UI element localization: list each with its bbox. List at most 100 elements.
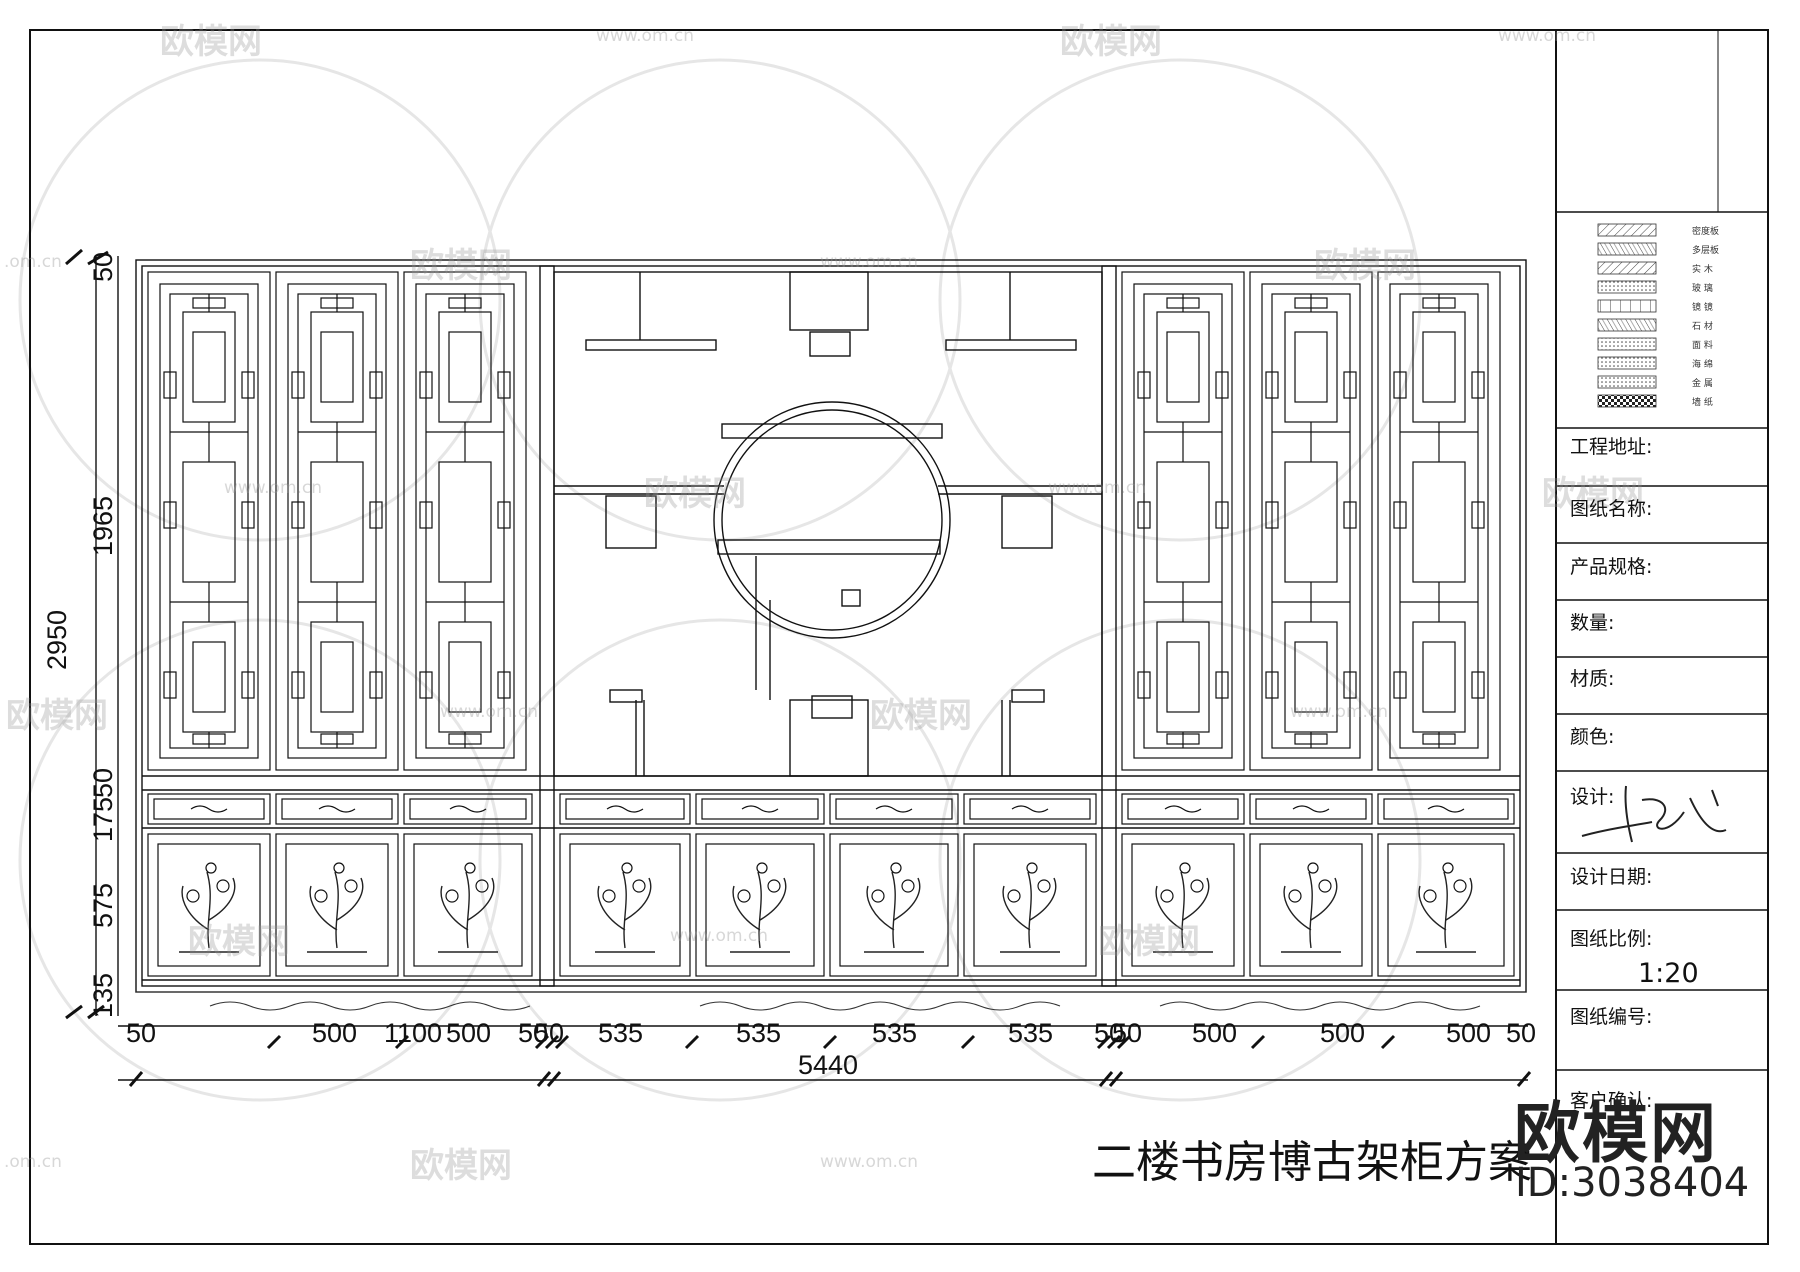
drawing-title: 二楼书房博古架柜方案 bbox=[1092, 1137, 1532, 1188]
dim-segment: 50 bbox=[1506, 1018, 1536, 1048]
drawer bbox=[147, 793, 271, 825]
watermark-url: www.om.cn bbox=[440, 702, 539, 722]
dim-upper-cabinet: 1965 bbox=[88, 496, 118, 556]
watermark-url: www.om.cn bbox=[670, 926, 769, 946]
lower-door-panel bbox=[1377, 833, 1515, 977]
lower-door-panel bbox=[147, 833, 271, 977]
lower-door-panel bbox=[963, 833, 1097, 977]
lower-door-panel bbox=[829, 833, 959, 977]
designer-signature bbox=[1581, 785, 1727, 843]
watermark-logo: 欧模网 bbox=[1060, 22, 1162, 62]
watermark-url: www.om.cn bbox=[1498, 26, 1597, 46]
drawer bbox=[695, 793, 825, 825]
dim-segment: 535 bbox=[872, 1018, 917, 1048]
dim-segment: 500 bbox=[446, 1018, 491, 1048]
watermark-logo: 欧模网 bbox=[644, 474, 746, 514]
legend-label: 墙 纸 bbox=[1692, 398, 1713, 408]
inner-border bbox=[1555, 29, 1769, 1245]
watermark-url: www.om.cn bbox=[224, 478, 323, 498]
watermark-logo: 欧模网 bbox=[1314, 246, 1416, 286]
watermark-logo: 欧模网 bbox=[1542, 474, 1644, 514]
field-product-spec: 产品规格: bbox=[1570, 556, 1653, 578]
field-project-address: 工程地址: bbox=[1570, 436, 1653, 458]
lattice-door bbox=[403, 271, 527, 771]
lower-door-panel bbox=[1249, 833, 1373, 977]
watermark-logo: 欧模网 bbox=[160, 22, 262, 62]
watermark-logo: 欧模网 bbox=[188, 922, 290, 962]
field-quantity: 数量: bbox=[1570, 612, 1615, 634]
drawer bbox=[275, 793, 399, 825]
lattice-door bbox=[147, 271, 271, 771]
legend-label: 面 料 bbox=[1692, 341, 1713, 351]
lattice-door bbox=[1249, 271, 1373, 771]
dim-segment: 500 bbox=[1192, 1018, 1237, 1048]
dim-base: 135 bbox=[88, 973, 118, 1018]
watermark-logo: 欧模网 bbox=[410, 246, 512, 286]
center-display-shelf bbox=[553, 271, 1103, 777]
dim-mid-gap: 50 bbox=[88, 768, 118, 798]
dim-segment: 50 bbox=[1112, 1018, 1142, 1048]
watermark-url: www.om.cn bbox=[820, 1152, 919, 1172]
watermark-url: www.om.cn bbox=[596, 26, 695, 46]
drawer bbox=[1377, 793, 1515, 825]
scale-value: 1:20 bbox=[1638, 958, 1699, 989]
lower-door-panel bbox=[559, 833, 691, 977]
lower-cabinet-section bbox=[147, 793, 1515, 977]
material-legend bbox=[1597, 223, 1657, 408]
dim-segment: 50 bbox=[126, 1018, 156, 1048]
brand-watermark: 欧模网 bbox=[1514, 1095, 1718, 1172]
legend-label: 玻 璃 bbox=[1692, 284, 1713, 294]
lower-door-panel bbox=[275, 833, 399, 977]
vertical-dimension-labels: 50 1965 2950 50 175 575 135 bbox=[42, 252, 118, 1018]
lattice-door bbox=[1377, 271, 1501, 771]
watermark-url: .om.cn bbox=[4, 1152, 62, 1172]
lower-door-panel bbox=[1121, 833, 1245, 977]
lattice-doors bbox=[147, 271, 1501, 771]
dim-segment: 535 bbox=[598, 1018, 643, 1048]
title-block-grid bbox=[1556, 427, 1768, 1071]
drawer bbox=[559, 793, 691, 825]
base-carving bbox=[136, 991, 1526, 1011]
legend-label: 石 材 bbox=[1692, 322, 1713, 332]
legend-label: 多层板 bbox=[1692, 246, 1720, 256]
dim-segment: 50 bbox=[518, 1018, 548, 1048]
legend-label: 密度板 bbox=[1692, 227, 1720, 237]
field-drawing-name: 图纸名称: bbox=[1570, 498, 1653, 520]
dim-total-width: 5440 bbox=[798, 1050, 858, 1080]
lattice-door bbox=[275, 271, 399, 771]
dim-total-height: 2950 bbox=[42, 610, 72, 670]
lower-door-panel bbox=[695, 833, 825, 977]
legend-label: 实 木 bbox=[1692, 265, 1713, 275]
watermark-url: www.om.cn bbox=[1290, 702, 1389, 722]
lattice-door bbox=[1121, 271, 1245, 771]
dim-top-gap: 50 bbox=[88, 252, 118, 282]
drawer bbox=[1121, 793, 1245, 825]
legend-label: 镜 镜 bbox=[1692, 303, 1713, 313]
watermark-logo: 欧模网 bbox=[6, 696, 108, 736]
field-color: 颜色: bbox=[1570, 726, 1615, 748]
watermark-id: ID:3038404 bbox=[1515, 1160, 1750, 1206]
dim-mid-band: 175 bbox=[88, 797, 118, 842]
legend-label: 金 属 bbox=[1692, 379, 1713, 389]
dim-segment: 500 bbox=[1446, 1018, 1491, 1048]
drawer bbox=[963, 793, 1097, 825]
watermark-url: www.om.cn bbox=[820, 252, 919, 272]
dim-segment: 1100 bbox=[384, 1018, 442, 1048]
dim-segment: 50 bbox=[1094, 1018, 1124, 1048]
dim-segment: 500 bbox=[1320, 1018, 1365, 1048]
field-material: 材质: bbox=[1570, 668, 1615, 690]
field-scale: 图纸比例: bbox=[1570, 928, 1653, 950]
watermark-logo: 欧模网 bbox=[870, 696, 972, 736]
watermark-logo: 欧模网 bbox=[1098, 922, 1200, 962]
dim-segment: 50 bbox=[534, 1018, 564, 1048]
drawer bbox=[403, 793, 533, 825]
watermark-url: .om.cn bbox=[4, 252, 62, 272]
watermark-url: www.om.cn bbox=[1048, 478, 1147, 498]
drawer bbox=[829, 793, 959, 825]
dim-lower-cabinet: 575 bbox=[88, 883, 118, 928]
field-client-confirm: 客户确认: bbox=[1570, 1090, 1653, 1112]
lower-door-panel bbox=[403, 833, 533, 977]
dim-segment: 535 bbox=[1008, 1018, 1053, 1048]
